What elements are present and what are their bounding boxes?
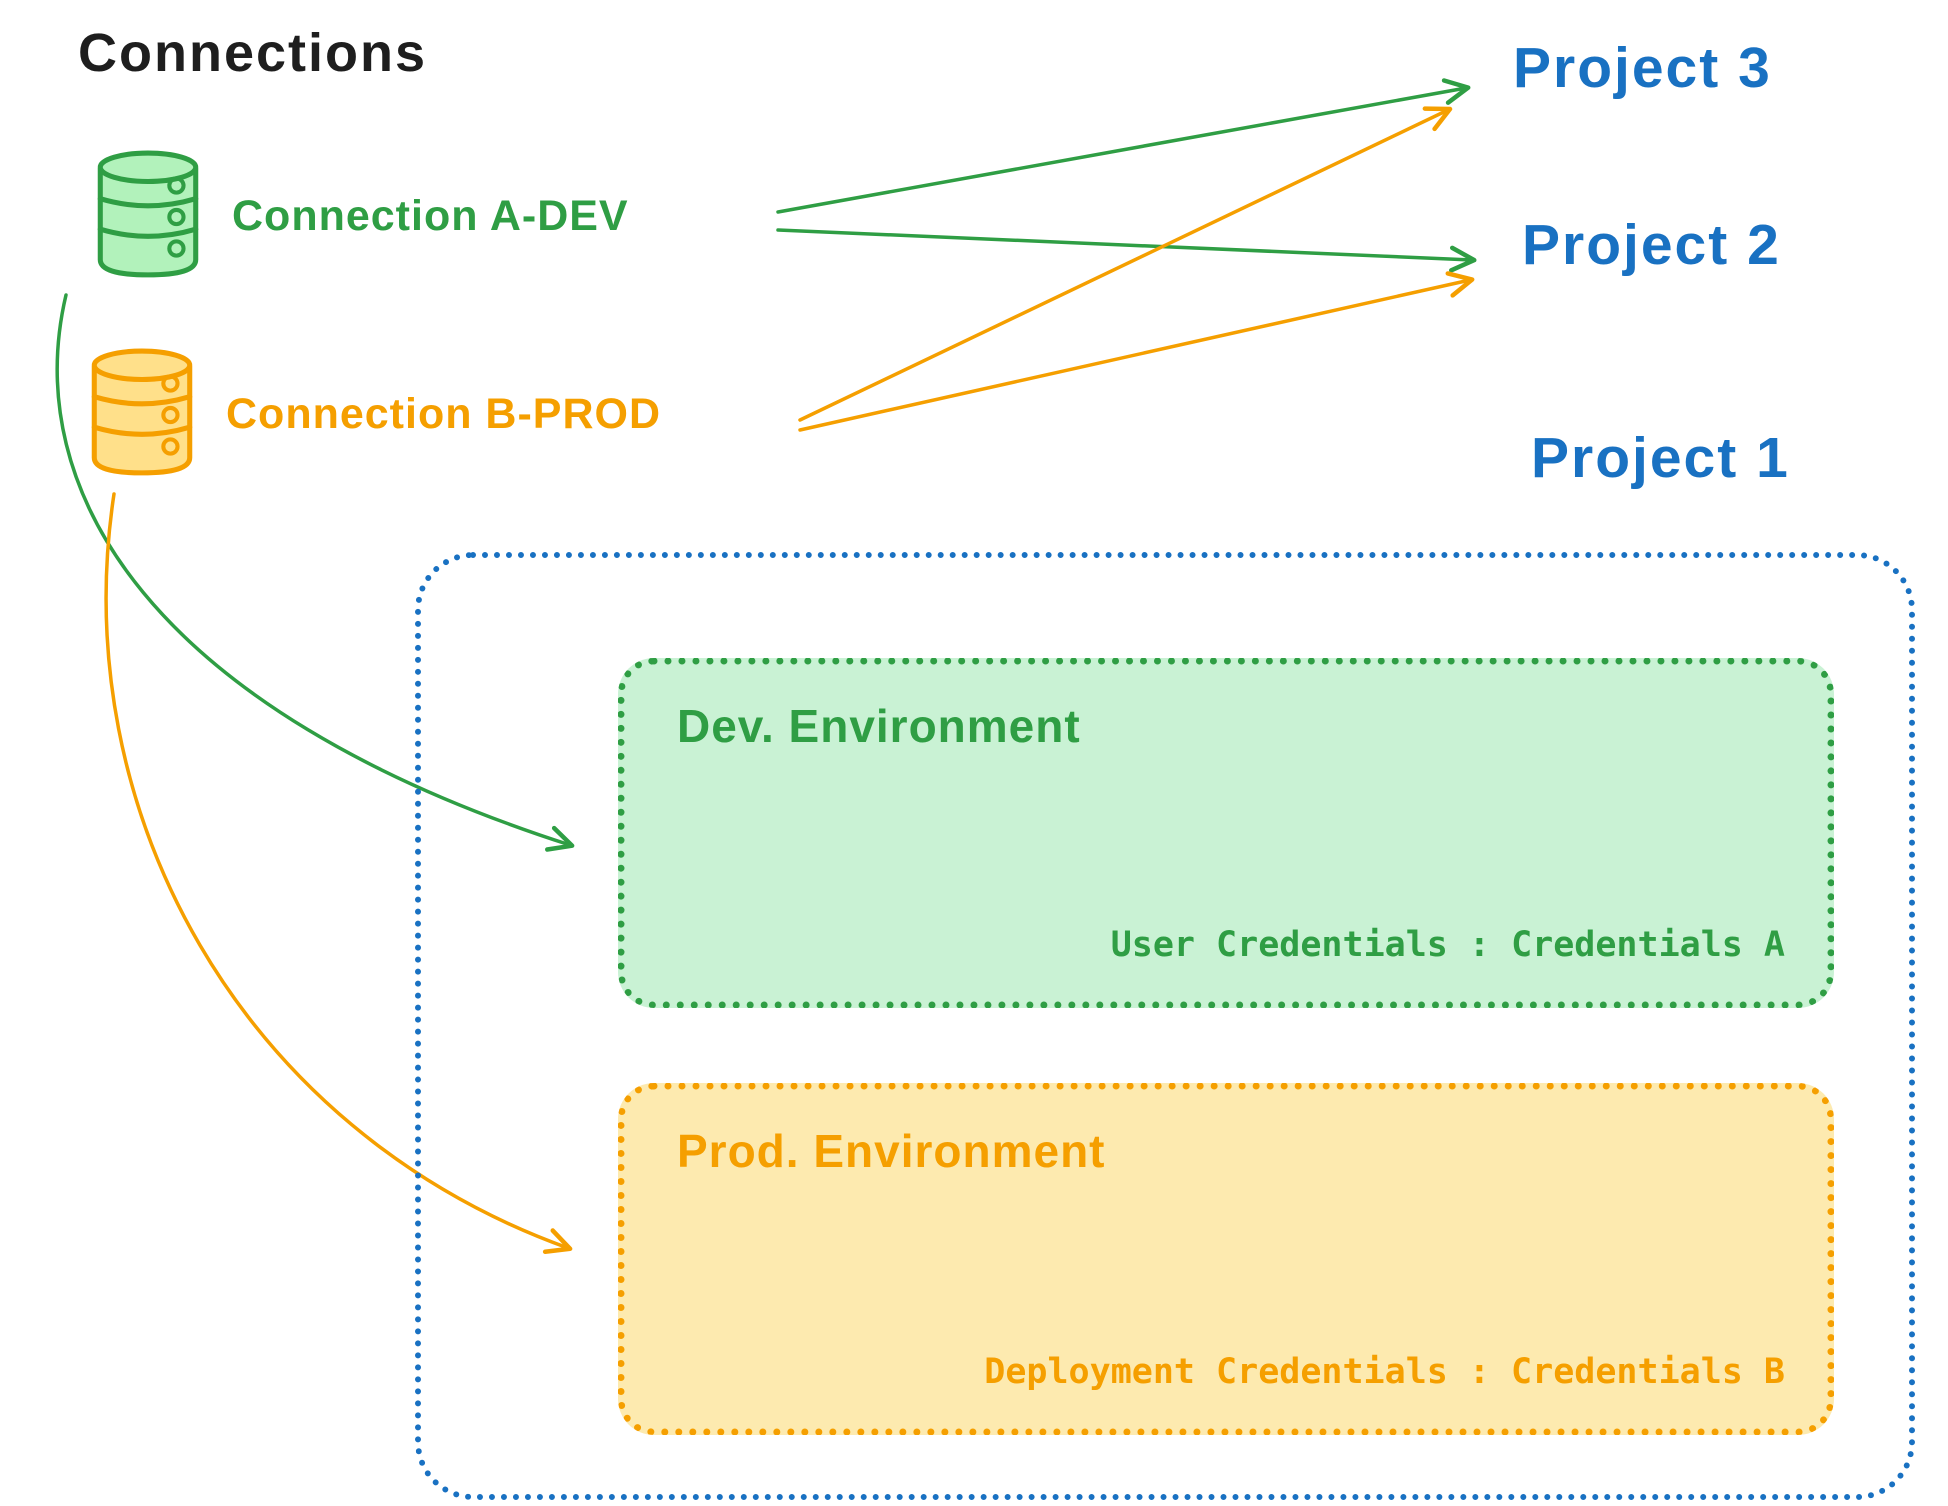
project-2-label: Project 2 bbox=[1522, 213, 1781, 277]
connection-b-prod: Connection B-PROD bbox=[86, 348, 661, 480]
arrow-b-prod-to-project-3 bbox=[798, 106, 1453, 422]
prod-environment-box: Prod. Environment Deployment Credentials… bbox=[618, 1083, 1834, 1435]
connection-a-dev: Connection A-DEV bbox=[92, 150, 629, 282]
database-icon-dev bbox=[97, 150, 199, 278]
database-icon-prod bbox=[91, 348, 193, 476]
prod-environment-credentials: Deployment Credentials : Credentials B bbox=[984, 1352, 1785, 1392]
connection-b-prod-label: Connection B-PROD bbox=[226, 389, 662, 438]
arrow-a-dev-to-project-2 bbox=[776, 228, 1477, 273]
project-1-container bbox=[415, 552, 1915, 1500]
project-1-label: Project 1 bbox=[1531, 426, 1790, 490]
project-3-label: Project 3 bbox=[1513, 36, 1772, 100]
arrow-b-prod-to-project-2 bbox=[798, 271, 1475, 432]
dev-environment-box: Dev. Environment User Credentials : Cred… bbox=[618, 658, 1834, 1008]
arrow-a-dev-to-project-3 bbox=[776, 78, 1471, 214]
connection-a-dev-label: Connection A-DEV bbox=[232, 191, 629, 240]
dev-environment-credentials: User Credentials : Credentials A bbox=[1110, 925, 1785, 965]
prod-environment-title: Prod. Environment bbox=[677, 1125, 1106, 1177]
diagram-title: Connections bbox=[78, 23, 428, 83]
dev-environment-title: Dev. Environment bbox=[677, 700, 1081, 752]
